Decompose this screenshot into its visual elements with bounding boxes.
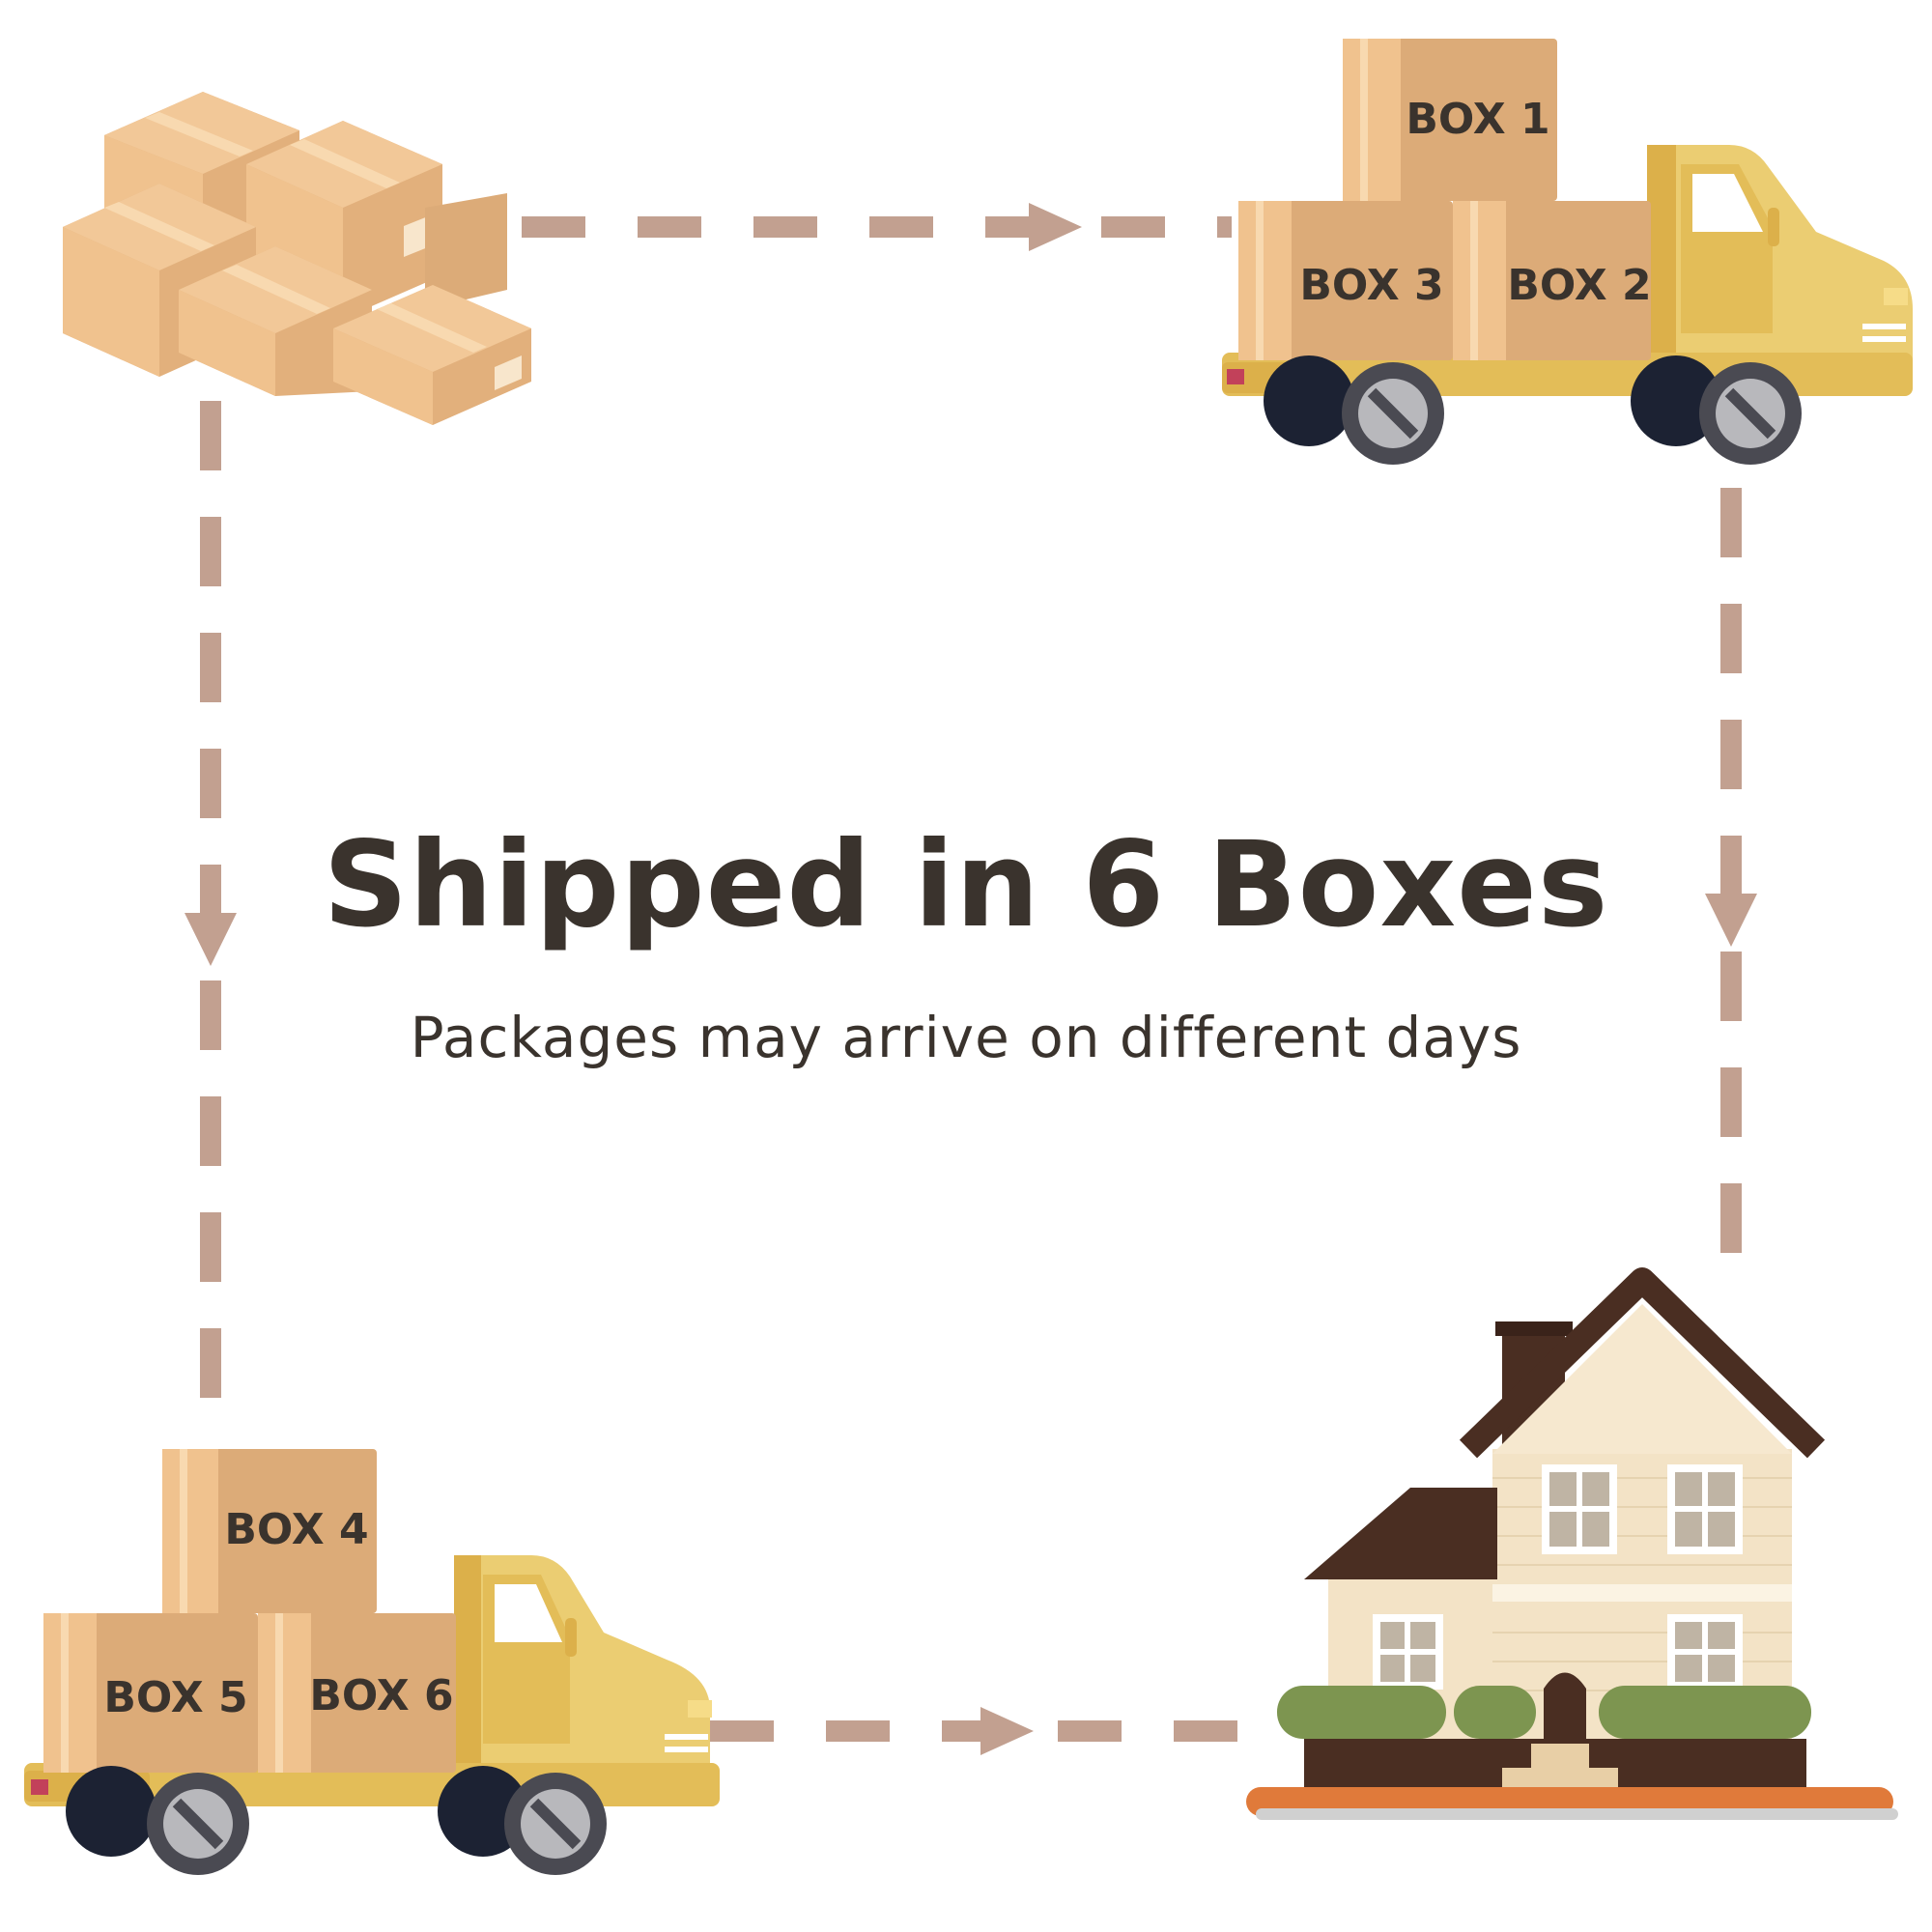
arrow-top: [522, 203, 1232, 251]
box-3-label: BOX 3: [1299, 261, 1443, 310]
arrow-bottom: [710, 1707, 1246, 1755]
box-pile-icon: [63, 92, 531, 425]
arrow-right: [1705, 488, 1757, 1265]
house-icon: [1246, 1267, 1898, 1820]
box-4-label: BOX 4: [224, 1505, 368, 1554]
arrow-left: [185, 401, 237, 1415]
delivery-truck-top: BOX 1 BOX 3 BOX 2: [1222, 39, 1913, 465]
box-5-label: BOX 5: [103, 1673, 247, 1722]
delivery-truck-bottom: BOX 4 BOX 5 BOX 6: [24, 1449, 720, 1875]
box-2-label: BOX 2: [1507, 261, 1651, 310]
page-title: Shipped in 6 Boxes: [323, 816, 1609, 953]
box-6-label: BOX 6: [309, 1671, 453, 1720]
page-subtitle: Packages may arrive on different days: [410, 1005, 1522, 1070]
box-1-label: BOX 1: [1406, 95, 1549, 144]
